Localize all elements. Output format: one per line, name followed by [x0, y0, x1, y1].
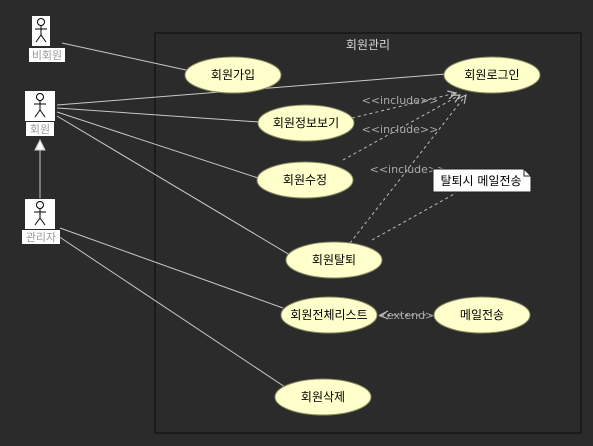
assoc-member-view [56, 107, 260, 123]
extend-label: <<extend>> [369, 309, 444, 322]
actor-admin-icon [34, 201, 46, 226]
actor-member-label: 회원 [30, 123, 50, 136]
assoc-member-edit [56, 111, 259, 179]
include-edit-login [342, 95, 460, 161]
assoc-member-withdraw [56, 115, 291, 256]
usecase-list-all-label: 회원전체리스트 [290, 308, 367, 322]
usecase-send-mail[interactable]: 메일전송 [433, 296, 531, 334]
association-lines [39, 42, 447, 390]
usecase-withdraw-label: 회원탈퇴 [312, 253, 356, 267]
actor-nonmember[interactable]: 비회원 [29, 16, 65, 62]
actor-member[interactable]: 회원 [25, 91, 55, 136]
include-withdraw-login [349, 95, 466, 244]
usecase-delete-label: 회원삭제 [301, 390, 345, 404]
usecase-delete[interactable]: 회원삭제 [274, 378, 372, 416]
assoc-admin-list [59, 227, 284, 309]
note-text: 탈퇴시 메일전송 [440, 174, 521, 188]
system-title: 회원관리 [346, 38, 390, 52]
usecase-list-all[interactable]: 회원전체리스트 [280, 296, 378, 334]
actor-admin[interactable]: 관리자 [22, 199, 60, 244]
dependency-lines [342, 93, 466, 315]
note-anchor-line [371, 192, 457, 241]
actor-member-icon [34, 93, 46, 118]
usecase-edit-label: 회원수정 [283, 173, 327, 187]
system-boundary [154, 32, 582, 434]
usecase-edit[interactable]: 회원수정 [256, 161, 354, 199]
usecase-view-info-label: 회원정보보기 [273, 116, 339, 130]
usecase-login[interactable]: 회원로그인 [443, 56, 541, 94]
assoc-admin-delete [57, 235, 289, 390]
usecase-login-label: 회원로그인 [464, 68, 519, 82]
note: 탈퇴시 메일전송 [432, 168, 532, 193]
usecase-view-info[interactable]: 회원정보보기 [257, 104, 355, 142]
actor-admin-label: 관리자 [26, 231, 56, 244]
generalization-arrowhead [34, 138, 46, 151]
usecase-signup[interactable]: 회원가입 [184, 56, 282, 94]
actor-nonmember-icon [35, 18, 47, 43]
assoc-nonmember-signup [61, 42, 187, 71]
include-label-3: <<include>> [370, 163, 447, 176]
actor-nonmember-label: 비회원 [32, 49, 62, 62]
usecase-withdraw[interactable]: 회원탈퇴 [285, 241, 383, 279]
usecase-signup-label: 회원가입 [211, 68, 255, 82]
include-label-1: <<include>> [362, 94, 439, 107]
usecase-send-mail-label: 메일전송 [460, 308, 504, 322]
include-label-2: <<include>> [362, 123, 439, 136]
